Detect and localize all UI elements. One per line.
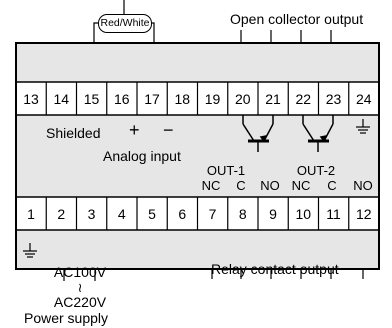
bottom-terminal-4: 4: [117, 206, 126, 222]
bottom-terminal-2: 2: [57, 206, 66, 222]
bottom-terminal-1: 1: [27, 206, 35, 222]
top-terminal-15: 15: [83, 91, 100, 107]
open-collector-output-label: Open collector output: [230, 11, 364, 27]
ground-icon-panel: [356, 119, 370, 134]
ac100v-label: AC100V: [53, 264, 107, 280]
bottom-terminal-5: 5: [148, 206, 156, 222]
top-terminal-18: 18: [174, 91, 191, 107]
plus-sign: +: [129, 120, 140, 140]
bottom-terminal-11: 11: [326, 206, 341, 222]
tilde-symbol: ≀: [77, 280, 83, 295]
bottom-terminal-8: 8: [238, 206, 247, 222]
out1-no-label: NO: [260, 178, 280, 193]
out2-no-label: NO: [353, 178, 373, 193]
bottom-terminal-3: 3: [87, 206, 96, 222]
bottom-terminal-10: 10: [295, 206, 312, 222]
top-terminal-17: 17: [144, 91, 160, 107]
transistor-icon-2: [302, 115, 334, 152]
relay-contact-output-label: Relay contact output: [211, 261, 339, 277]
top-terminal-19: 19: [204, 91, 221, 107]
shielded-label: Shielded: [46, 125, 101, 141]
out1-nc-label: NC: [201, 178, 221, 193]
out2-nc-label: NC: [291, 178, 311, 193]
power-supply-label: Power supply: [23, 310, 109, 326]
bottom-terminal-12: 12: [355, 206, 372, 222]
bottom-terminal-7: 7: [208, 206, 217, 222]
top-terminal-22: 22: [295, 91, 312, 107]
out1-c-label: C: [236, 178, 246, 193]
top-terminal-14: 14: [53, 91, 70, 107]
ground-icon-bottom: [23, 243, 37, 258]
top-terminal-20: 20: [234, 91, 251, 107]
bottom-terminal-6: 6: [178, 206, 187, 222]
top-terminal-23: 23: [325, 91, 342, 107]
ac220v-label: AC220V: [53, 294, 107, 310]
top-terminal-21: 21: [265, 91, 281, 107]
transistor-icon-1: [242, 115, 274, 152]
terminal-panel: [15, 42, 380, 270]
out2-title: OUT-2: [296, 163, 336, 178]
top-terminal-13: 13: [23, 91, 39, 107]
analog-input-label: Analog input: [103, 148, 181, 164]
top-terminal-24: 24: [355, 91, 372, 107]
bottom-terminal-9: 9: [269, 206, 277, 222]
wire-color-label: Red/White: [98, 14, 152, 33]
out1-title: OUT-1: [206, 163, 246, 178]
minus-sign: −: [163, 120, 174, 140]
top-terminal-16: 16: [113, 91, 130, 107]
out2-c-label: C: [327, 178, 337, 193]
